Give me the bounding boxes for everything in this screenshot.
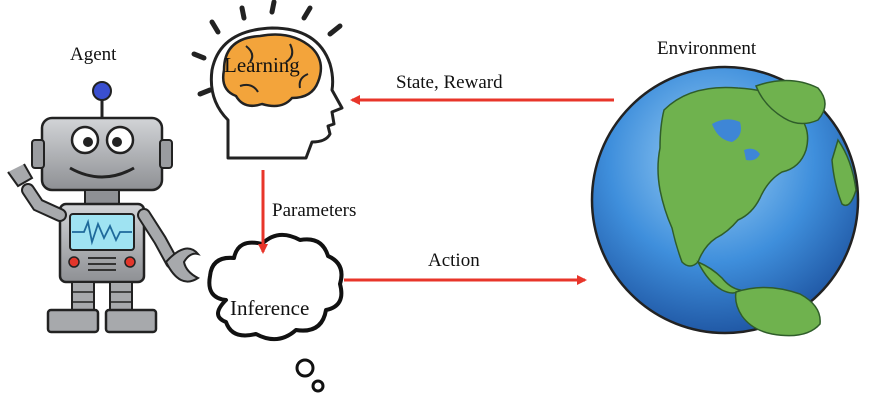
globe-environment-icon bbox=[590, 65, 860, 337]
parameters-label: Parameters bbox=[272, 200, 356, 221]
inference-label: Inference bbox=[230, 296, 309, 320]
state-reward-label: State, Reward bbox=[396, 72, 503, 93]
robot-agent-icon bbox=[7, 81, 201, 334]
inference-cloud-icon bbox=[207, 232, 344, 393]
learning-head-icon bbox=[191, 0, 344, 160]
agent-label: Agent bbox=[70, 44, 117, 65]
action-label: Action bbox=[428, 250, 480, 271]
learning-label: Learning bbox=[224, 53, 300, 77]
environment-label: Environment bbox=[657, 38, 757, 59]
